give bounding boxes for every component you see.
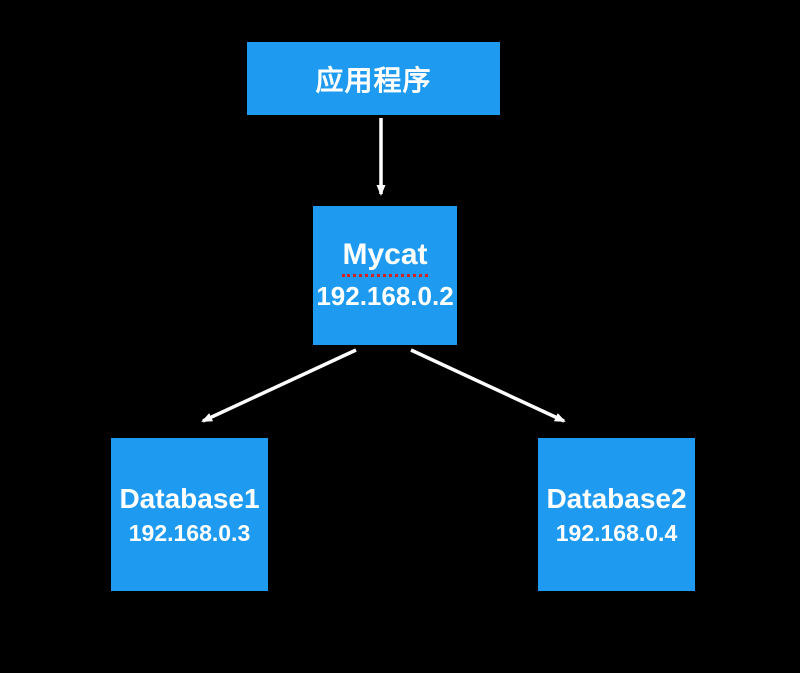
node-application: 应用程序 <box>247 42 500 115</box>
database1-label: Database1 <box>119 482 260 514</box>
mycat-label: Mycat <box>342 237 428 277</box>
arrow-mycat-to-database2 <box>410 348 566 423</box>
database2-label: Database2 <box>546 482 687 514</box>
application-label: 应用程序 <box>315 64 432 96</box>
node-database1: Database1 192.168.0.3 <box>111 438 268 591</box>
node-mycat: Mycat 192.168.0.2 <box>313 206 457 345</box>
arrow-mycat-to-database1 <box>201 348 357 423</box>
database1-ip-address: 192.168.0.3 <box>128 519 251 546</box>
database2-ip-address: 192.168.0.4 <box>555 519 678 546</box>
node-database2: Database2 192.168.0.4 <box>538 438 695 591</box>
mycat-ip-address: 192.168.0.2 <box>316 280 454 311</box>
